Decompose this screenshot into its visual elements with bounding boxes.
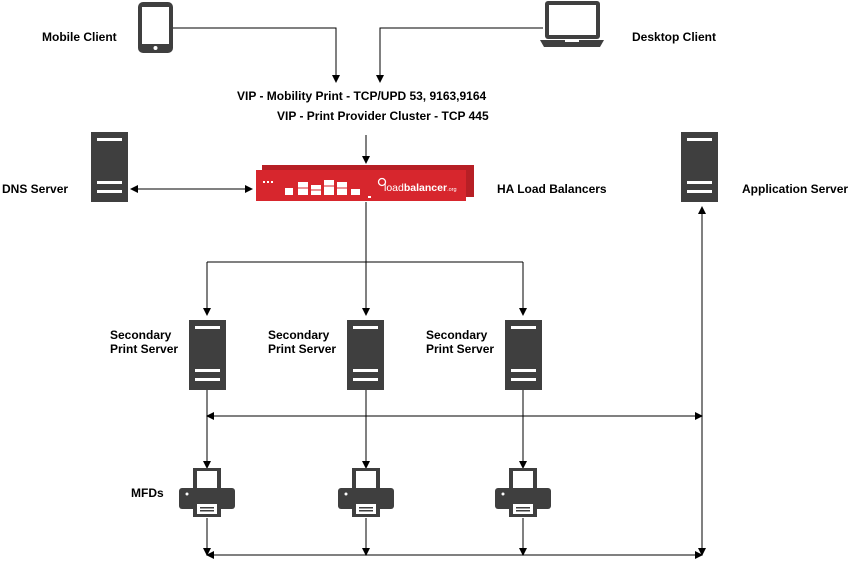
mobile-client-label: Mobile Client bbox=[42, 30, 117, 44]
brand-suffix: .org bbox=[447, 187, 456, 193]
load-balancer-appliance-icon: loadbalancer.org bbox=[256, 165, 474, 201]
print-server-1-icon bbox=[189, 320, 226, 390]
vip-provider-label: VIP - Print Provider Cluster - TCP 445 bbox=[277, 109, 489, 123]
desktop-client-label: Desktop Client bbox=[632, 30, 717, 44]
application-server-icon bbox=[681, 132, 718, 202]
svg-text:loadbalancer.org: loadbalancer.org bbox=[384, 182, 457, 194]
application-server-label: Application Server bbox=[742, 182, 849, 196]
desktop-to-vip-line bbox=[376, 27, 543, 83]
dns-server-label: DNS Server bbox=[2, 182, 69, 196]
loadbalancer-logo-icon bbox=[377, 177, 387, 187]
print-server-3-icon bbox=[505, 320, 542, 390]
brand-bold: balancer bbox=[404, 182, 447, 194]
dns-server-icon bbox=[91, 132, 128, 202]
printer-3-icon bbox=[495, 468, 551, 517]
ha-load-balancers-label: HA Load Balancers bbox=[497, 182, 607, 196]
vip-mobility-label: VIP - Mobility Print - TCP/UPD 53, 9163,… bbox=[237, 89, 487, 103]
printer-2-icon bbox=[338, 468, 394, 517]
mobile-phone-icon bbox=[138, 2, 173, 53]
load-balancer-port-lines bbox=[298, 185, 347, 191]
secondary-print-server-1-label: Secondary Print Server bbox=[110, 328, 179, 356]
mfds-label: MFDs bbox=[131, 486, 164, 500]
print-server-2-icon bbox=[347, 320, 384, 390]
connectors bbox=[130, 27, 706, 559]
mobile-to-vip-line bbox=[172, 27, 340, 83]
brand-light: load bbox=[384, 182, 404, 194]
secondary-print-server-3-label: Secondary Print Server bbox=[426, 328, 495, 356]
laptop-icon bbox=[540, 1, 604, 47]
secondary-print-server-2-label: Secondary Print Server bbox=[268, 328, 337, 356]
printer-1-icon bbox=[179, 468, 235, 517]
